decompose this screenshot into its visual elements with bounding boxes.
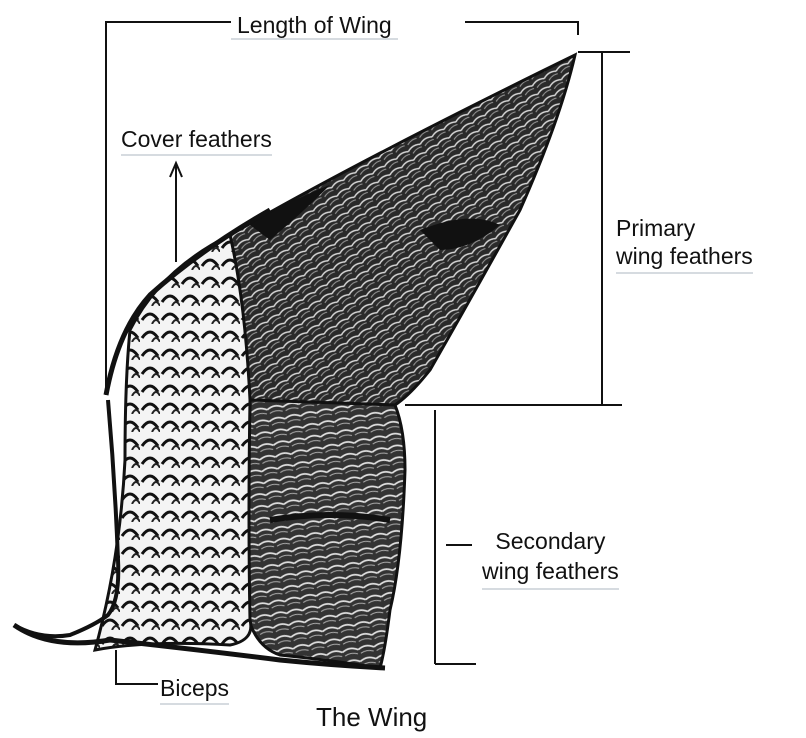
secondary-bracket <box>435 410 476 664</box>
cover-feathers-arrow <box>170 163 182 262</box>
secondary-label-line2: wing feathers <box>482 556 619 586</box>
biceps-leader <box>116 650 158 684</box>
cover-feathers-label: Cover feathers <box>121 126 272 156</box>
primary-label-line1: Primary <box>616 214 753 242</box>
diagram-title: The Wing <box>316 704 427 730</box>
secondary-feathers-area <box>245 400 405 668</box>
wing-base-edge <box>14 400 118 636</box>
length-of-wing-label: Length of Wing <box>231 12 398 40</box>
primary-label-line2: wing feathers <box>616 242 753 270</box>
primary-feathers-area <box>230 55 575 420</box>
secondary-label-line1: Secondary <box>482 526 619 556</box>
secondary-wing-feathers-label: Secondary wing feathers <box>482 526 619 590</box>
biceps-label: Biceps <box>160 675 229 705</box>
primary-wing-feathers-label: Primary wing feathers <box>616 214 753 274</box>
